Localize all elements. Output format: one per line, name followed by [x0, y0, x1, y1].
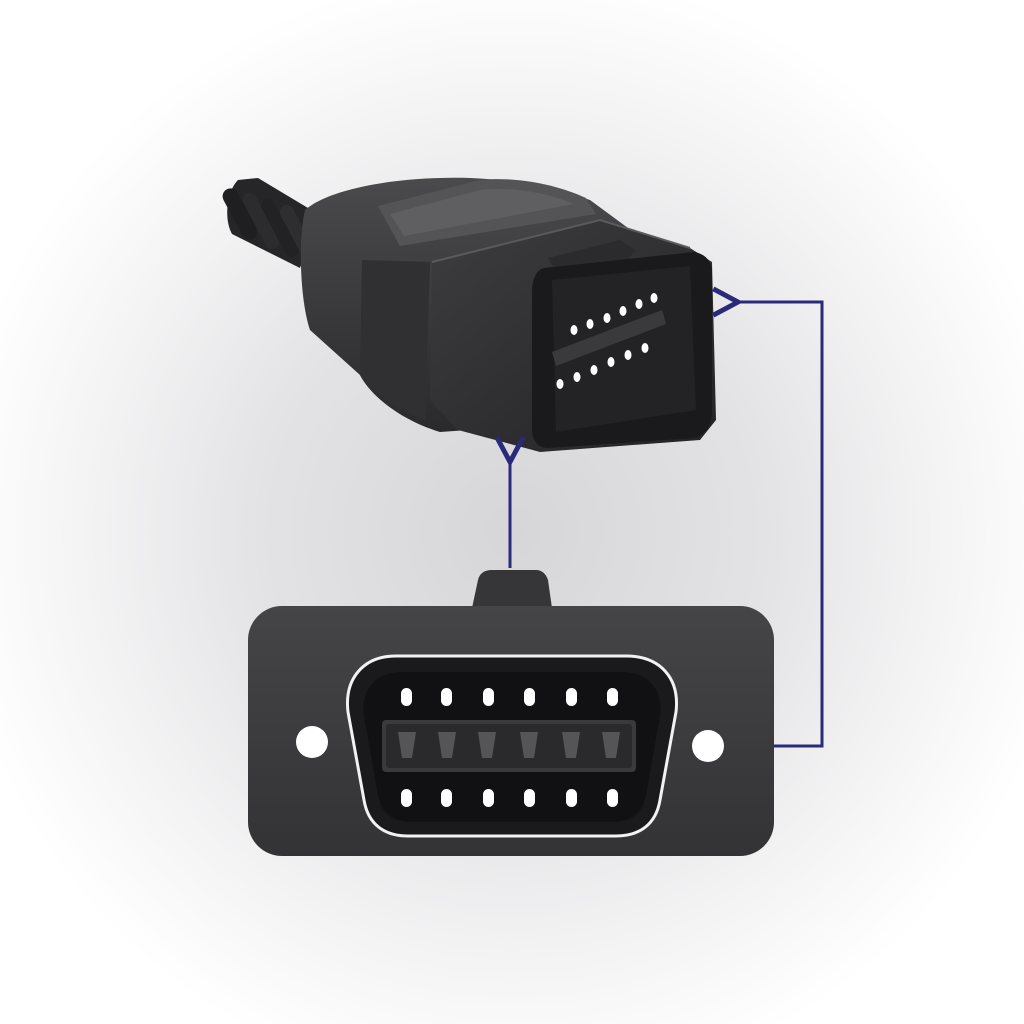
socket-pin-row-top [401, 688, 618, 706]
plug-pin-row-top [570, 293, 658, 335]
obd2-plug-icon [222, 177, 716, 452]
connection-arrows [510, 302, 824, 746]
obd2-socket-icon [248, 570, 774, 856]
socket-center-bar [382, 720, 636, 772]
mount-hole-left [296, 726, 328, 758]
plug-center-rib [552, 310, 666, 366]
mount-hole-right [692, 730, 724, 762]
plug-pin-row-bottom [556, 343, 649, 389]
socket-pin-row-bottom [401, 789, 618, 807]
arrow-return [738, 302, 824, 746]
socket-key-tab [472, 570, 552, 608]
